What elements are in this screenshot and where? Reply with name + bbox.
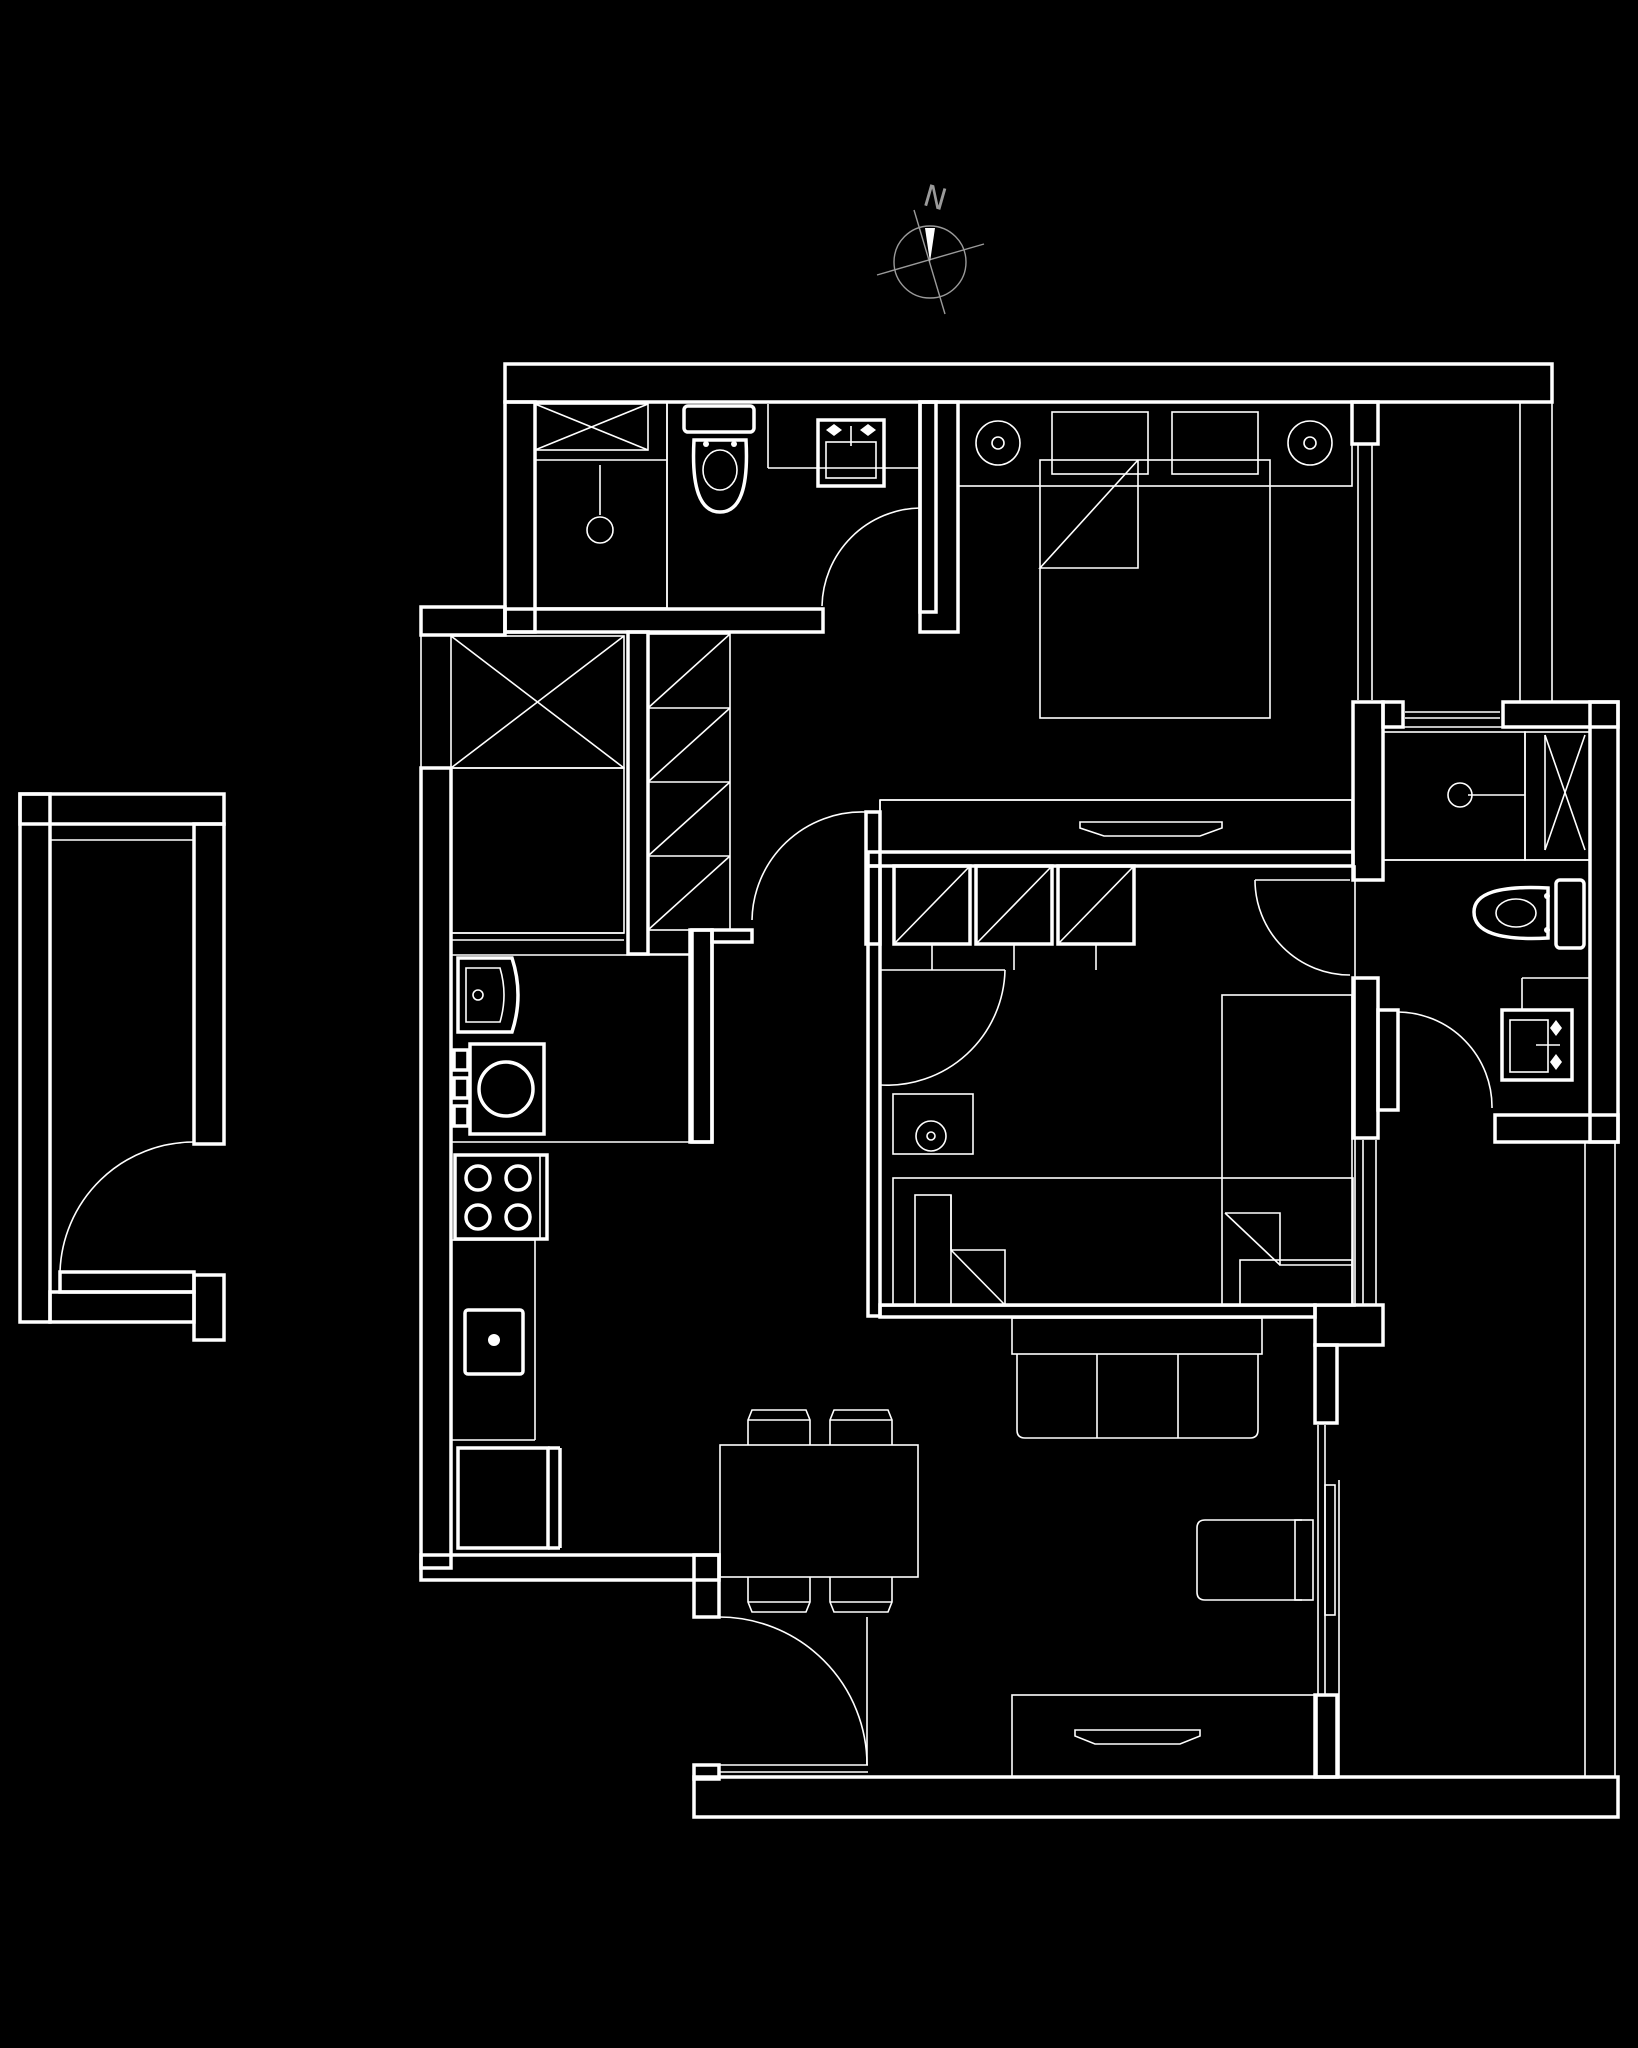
master-bedroom [879,401,1353,853]
sink-icon [1500,1008,1574,1082]
dining-set [719,1409,919,1613]
kitchen-sink-icon [463,1308,525,1376]
north-label: N [919,179,950,219]
right-bathroom [1382,711,1591,1082]
shower-drain-icon [1447,782,1473,808]
cooktop-icon [453,1153,549,1241]
side-balcony [18,792,226,1342]
pillow-left [1051,411,1149,475]
doors [718,507,1493,1766]
oval-sink-icon [456,956,520,1034]
chair [829,1409,893,1445]
dining-table [719,1444,919,1578]
tv-icon [1074,1729,1201,1745]
shower-tray [534,403,649,451]
lamp-icon [915,1120,947,1152]
exterior-walls [419,362,1620,1819]
shower-tray [1382,731,1526,861]
kitchen [450,956,562,1555]
north-bathroom [534,403,920,544]
second-bedroom [892,994,1354,1306]
single-bed [892,1177,1354,1306]
pillow-right [1171,411,1259,475]
washing-machine-icon [452,1042,546,1136]
fridge-icon [456,1446,562,1550]
chair [747,1577,811,1613]
tv-icon [1079,821,1223,837]
living-room [1011,1317,1336,1778]
wardrobe-right [1221,994,1353,1306]
double-bed [1039,459,1271,719]
north-compass: N [876,179,985,315]
sink-icon [816,418,886,488]
nightstand-lamp-icon [1287,420,1333,466]
wardrobes [420,633,1136,971]
sofa [1011,1317,1263,1439]
shower-drain-icon [586,516,614,544]
chair [829,1577,893,1613]
armchair [1196,1519,1314,1601]
interior-walls [451,400,1616,1781]
toilet-icon [1472,878,1586,950]
chair [747,1409,811,1445]
headboard-shelf [957,401,1353,487]
nightstand-lamp-icon [975,420,1021,466]
toilet-icon [682,404,756,514]
